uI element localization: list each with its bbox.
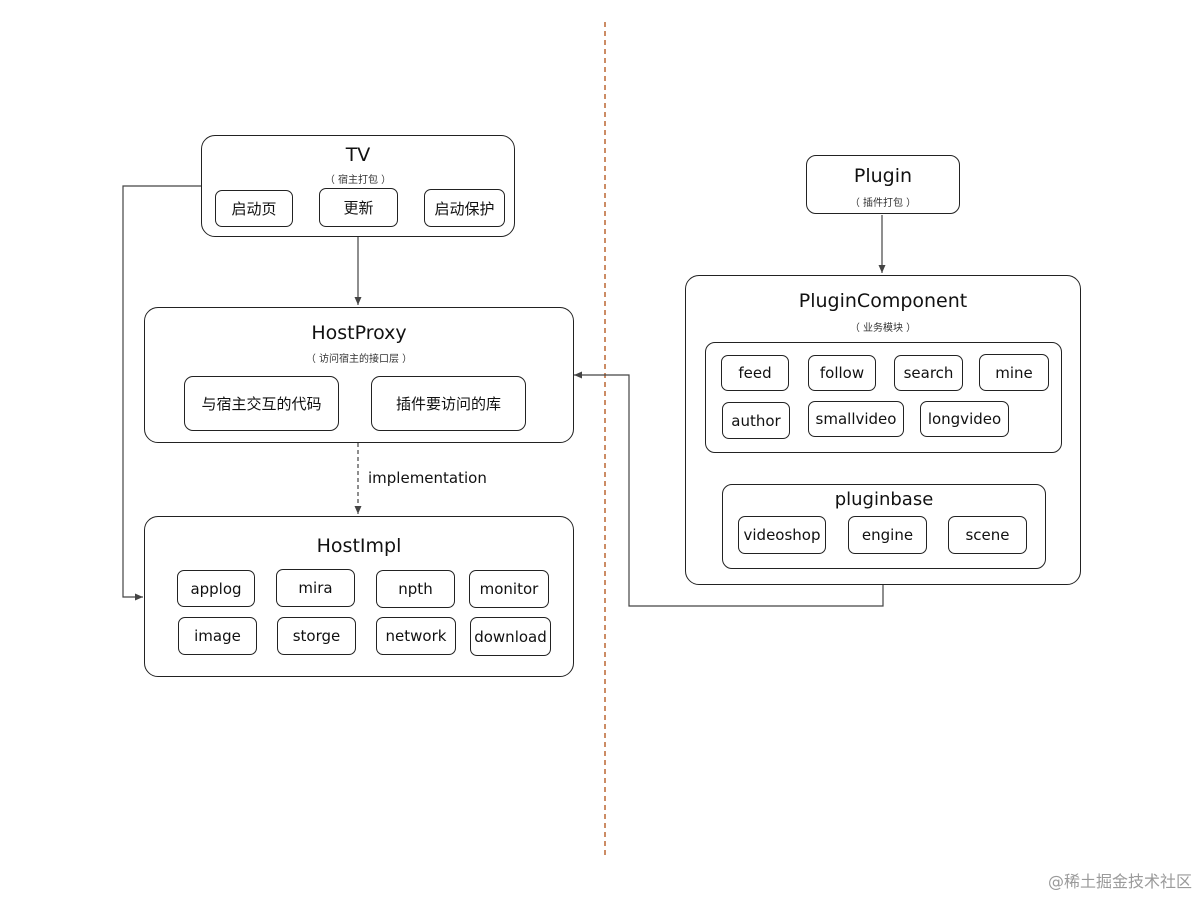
plugin-subtitle: （ 插件打包 ） (849, 198, 917, 209)
module-feed: feed (721, 355, 789, 391)
business-modules-group: feed follow search mine author smallvide… (705, 342, 1062, 453)
hostproxy-box: HostProxy （ 访问宿主的接口层 ） 与宿主交互的代码 插件要访问的库 (144, 307, 574, 443)
tv-subtitle: （ 宿主打包 ） (324, 175, 392, 186)
hostproxy-subtitle: （ 访问宿主的接口层 ） (305, 354, 413, 365)
hostimpl-item-network: network (376, 617, 456, 655)
hostimpl-item-mira: mira (276, 569, 355, 607)
module-mine: mine (979, 354, 1049, 391)
hostimpl-item-storge: storge (277, 617, 356, 655)
plugin-box: Plugin （ 插件打包 ） (806, 155, 960, 214)
tv-item-splash: 启动页 (215, 190, 293, 227)
plugincomponent-subtitle: （ 业务模块 ） (849, 323, 917, 334)
plugin-title: Plugin (853, 165, 913, 187)
pluginbase-item-scene: scene (948, 516, 1027, 554)
pluginbase-item-videoshop: videoshop (738, 516, 826, 554)
hostimpl-box: HostImpl applog mira npth monitor image … (144, 516, 574, 677)
pluginbase-title: pluginbase (834, 489, 934, 510)
watermark: @稀土掘金技术社区 (1047, 872, 1192, 891)
pluginbase-item-engine: engine (848, 516, 927, 554)
module-author: author (722, 402, 790, 439)
hostproxy-item-host-interaction: 与宿主交互的代码 (184, 376, 339, 431)
hostimpl-item-npth: npth (376, 570, 455, 608)
hostproxy-item-plugin-libs: 插件要访问的库 (371, 376, 526, 431)
implementation-label: implementation (368, 469, 487, 487)
arrow-plugincomponent-to-hostproxy (574, 371, 884, 607)
module-longvideo: longvideo (920, 401, 1009, 437)
tv-item-launch-guard: 启动保护 (424, 189, 505, 227)
module-smallvideo: smallvideo (808, 401, 904, 437)
hostimpl-title: HostImpl (316, 535, 402, 557)
pluginbase-box: pluginbase videoshop engine scene (722, 484, 1046, 569)
tv-item-update: 更新 (319, 188, 398, 227)
hostimpl-item-image: image (178, 617, 257, 655)
hostimpl-item-applog: applog (177, 570, 255, 607)
arrow-tv-to-hostimpl (122, 185, 201, 601)
hostproxy-title: HostProxy (311, 322, 407, 344)
plugincomponent-title: PluginComponent (798, 290, 968, 312)
hostimpl-item-monitor: monitor (469, 570, 549, 608)
hostimpl-item-download: download (470, 617, 551, 656)
tv-box: TV （ 宿主打包 ） 启动页 更新 启动保护 (201, 135, 515, 237)
module-search: search (894, 355, 963, 391)
module-follow: follow (808, 355, 876, 391)
tv-title: TV (345, 144, 371, 166)
plugincomponent-box: PluginComponent （ 业务模块 ） feed follow sea… (685, 275, 1081, 585)
